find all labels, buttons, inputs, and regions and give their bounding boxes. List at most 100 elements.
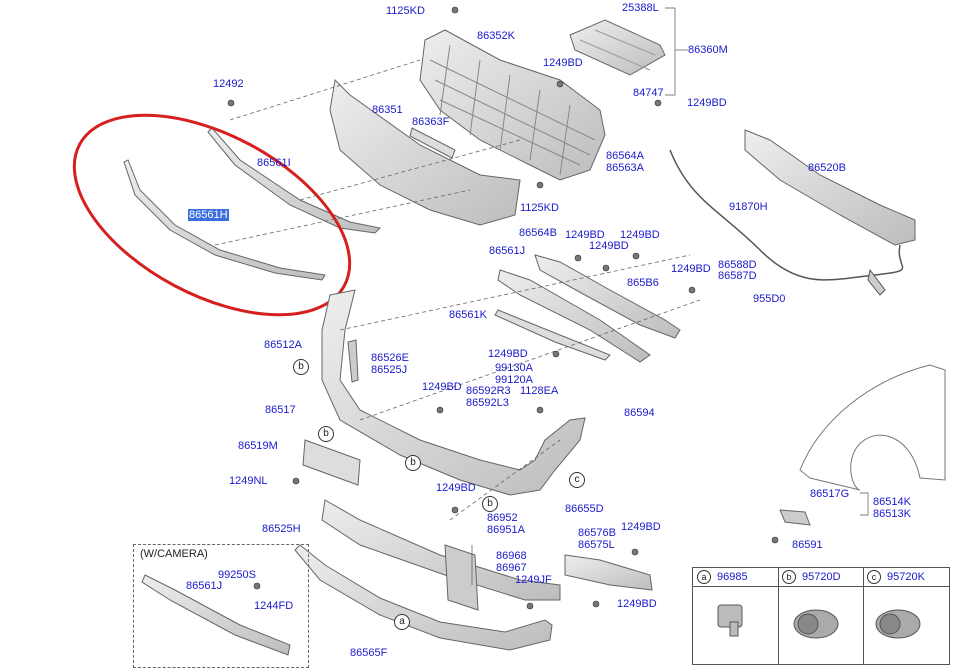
label-1249BD: 1249BD xyxy=(543,57,583,69)
legend-letter: b xyxy=(782,570,796,584)
highlight-circle xyxy=(72,113,352,317)
label-1249BD: 1249BD xyxy=(671,263,711,275)
label-86576B: 86576B xyxy=(578,527,616,539)
grille-piece-86968 xyxy=(444,544,479,611)
label-86563A: 86563A xyxy=(606,162,644,174)
bracket-86514K xyxy=(779,509,811,526)
callout-b: b xyxy=(482,496,498,512)
label-1249BD: 1249BD xyxy=(617,598,657,610)
label-1128EA: 1128EA xyxy=(520,385,559,397)
label-86655D: 86655D xyxy=(565,503,604,515)
fender-detail xyxy=(799,364,946,491)
strip-86561I xyxy=(207,127,382,234)
label-86561J-camera: 86561J xyxy=(186,580,223,592)
callout-c: c xyxy=(569,472,585,488)
sensor-legend: a 96985 b 95720D c 95720K xyxy=(692,567,950,665)
label-86967: 86967 xyxy=(496,562,527,574)
label-1244FD: 1244FD xyxy=(254,600,294,612)
label-86564A: 86564A xyxy=(606,150,644,162)
legend-part-number: 96985 xyxy=(717,571,748,583)
label-86952: 86952 xyxy=(487,512,518,524)
plate-86519M xyxy=(302,439,361,486)
label-86588D: 86588D xyxy=(718,259,757,271)
label-1249BD: 1249BD xyxy=(589,240,629,252)
camera-variant-box: (W/CAMERA) 99250S 86561J 1244FD xyxy=(133,544,309,668)
label-99130A: 99130A xyxy=(495,362,533,374)
callout-b: b xyxy=(405,455,421,471)
camera-title: (W/CAMERA) xyxy=(140,548,208,560)
label-1249BD: 1249BD xyxy=(436,482,476,494)
rail-86561K xyxy=(494,309,611,361)
label-86351: 86351 xyxy=(372,104,403,116)
label-86517G: 86517G xyxy=(810,488,850,500)
legend-part-number: 95720K xyxy=(887,571,925,583)
label-1249BD: 1249BD xyxy=(621,521,661,533)
label-86519M: 86519M xyxy=(238,440,278,452)
label-1249BD: 1249BD xyxy=(422,381,462,393)
part-86526E xyxy=(347,339,359,383)
label-86968: 86968 xyxy=(496,550,527,562)
label-86591: 86591 xyxy=(792,539,823,551)
legend-cell-b: b 95720D xyxy=(778,568,864,664)
legend-cell-c: c 95720K xyxy=(863,568,949,664)
strip-86363F xyxy=(409,127,456,159)
label-86525J: 86525J xyxy=(371,364,408,376)
label-86592L3: 86592L3 xyxy=(466,397,509,409)
label-86526E: 86526E xyxy=(371,352,409,364)
callout-a: a xyxy=(394,614,410,630)
legend-sensor-c xyxy=(875,609,921,639)
label-1249BD: 1249BD xyxy=(620,229,660,241)
label-86564B: 86564B xyxy=(519,227,557,239)
rail-86561J xyxy=(497,269,651,363)
label-99250S: 99250S xyxy=(218,569,256,581)
label-12492: 12492 xyxy=(213,78,244,90)
label-1125KD: 1125KD xyxy=(386,5,425,17)
legend-sensor-b xyxy=(793,609,839,639)
label-86360M: 86360M xyxy=(688,44,728,56)
label-1249BD: 1249BD xyxy=(565,229,605,241)
label-1249BD: 1249BD xyxy=(488,348,528,360)
label-86352K: 86352K xyxy=(477,30,515,42)
label-1249BD: 1249BD xyxy=(687,97,727,109)
leader-lines xyxy=(214,59,701,521)
label-86561J: 86561J xyxy=(489,245,526,257)
label-25388L: 25388L xyxy=(622,2,659,14)
label-91870H: 91870H xyxy=(729,201,768,213)
label-86565F: 86565F xyxy=(350,647,388,659)
label-86513K: 86513K xyxy=(873,508,911,520)
label-86561I: 86561I xyxy=(257,157,291,169)
grille-frame-86352K xyxy=(419,29,606,181)
bolts xyxy=(227,6,779,610)
lower-lip-86565F xyxy=(294,544,553,651)
garnish-86351 xyxy=(329,78,521,226)
label-86951A: 86951A xyxy=(487,524,525,536)
label-86561K: 86561K xyxy=(449,309,487,321)
label-865B6: 865B6 xyxy=(627,277,659,289)
label-86512A: 86512A xyxy=(264,339,302,351)
part-86576B xyxy=(564,554,653,591)
label-86520B: 86520B xyxy=(808,162,846,174)
label-86587D: 86587D xyxy=(718,270,757,282)
legend-letter: a xyxy=(697,570,711,584)
label-1249NL: 1249NL xyxy=(229,475,268,487)
label-84747: 84747 xyxy=(633,87,664,99)
label-86525H: 86525H xyxy=(262,523,301,535)
legend-letter: c xyxy=(867,570,881,584)
label-86363F: 86363F xyxy=(412,116,450,128)
label-86575L: 86575L xyxy=(578,539,615,551)
legend-cell-a: a 96985 xyxy=(693,568,779,664)
callout-b: b xyxy=(293,359,309,375)
bumper-cover-86512A xyxy=(321,289,586,496)
label-99120A: 99120A xyxy=(495,374,533,386)
cover-86360M xyxy=(569,19,666,76)
label-86561H-highlighted: 86561H xyxy=(188,209,229,221)
label-1249JF: 1249JF xyxy=(515,574,552,586)
label-leaders xyxy=(471,7,869,585)
legend-sensor-a xyxy=(717,604,743,637)
camera-strip-86561J xyxy=(141,574,291,656)
label-86592R3: 86592R3 xyxy=(466,385,511,397)
label-955D0: 955D0 xyxy=(753,293,786,305)
label-86514K: 86514K xyxy=(873,496,911,508)
legend-part-number: 95720D xyxy=(802,571,841,583)
